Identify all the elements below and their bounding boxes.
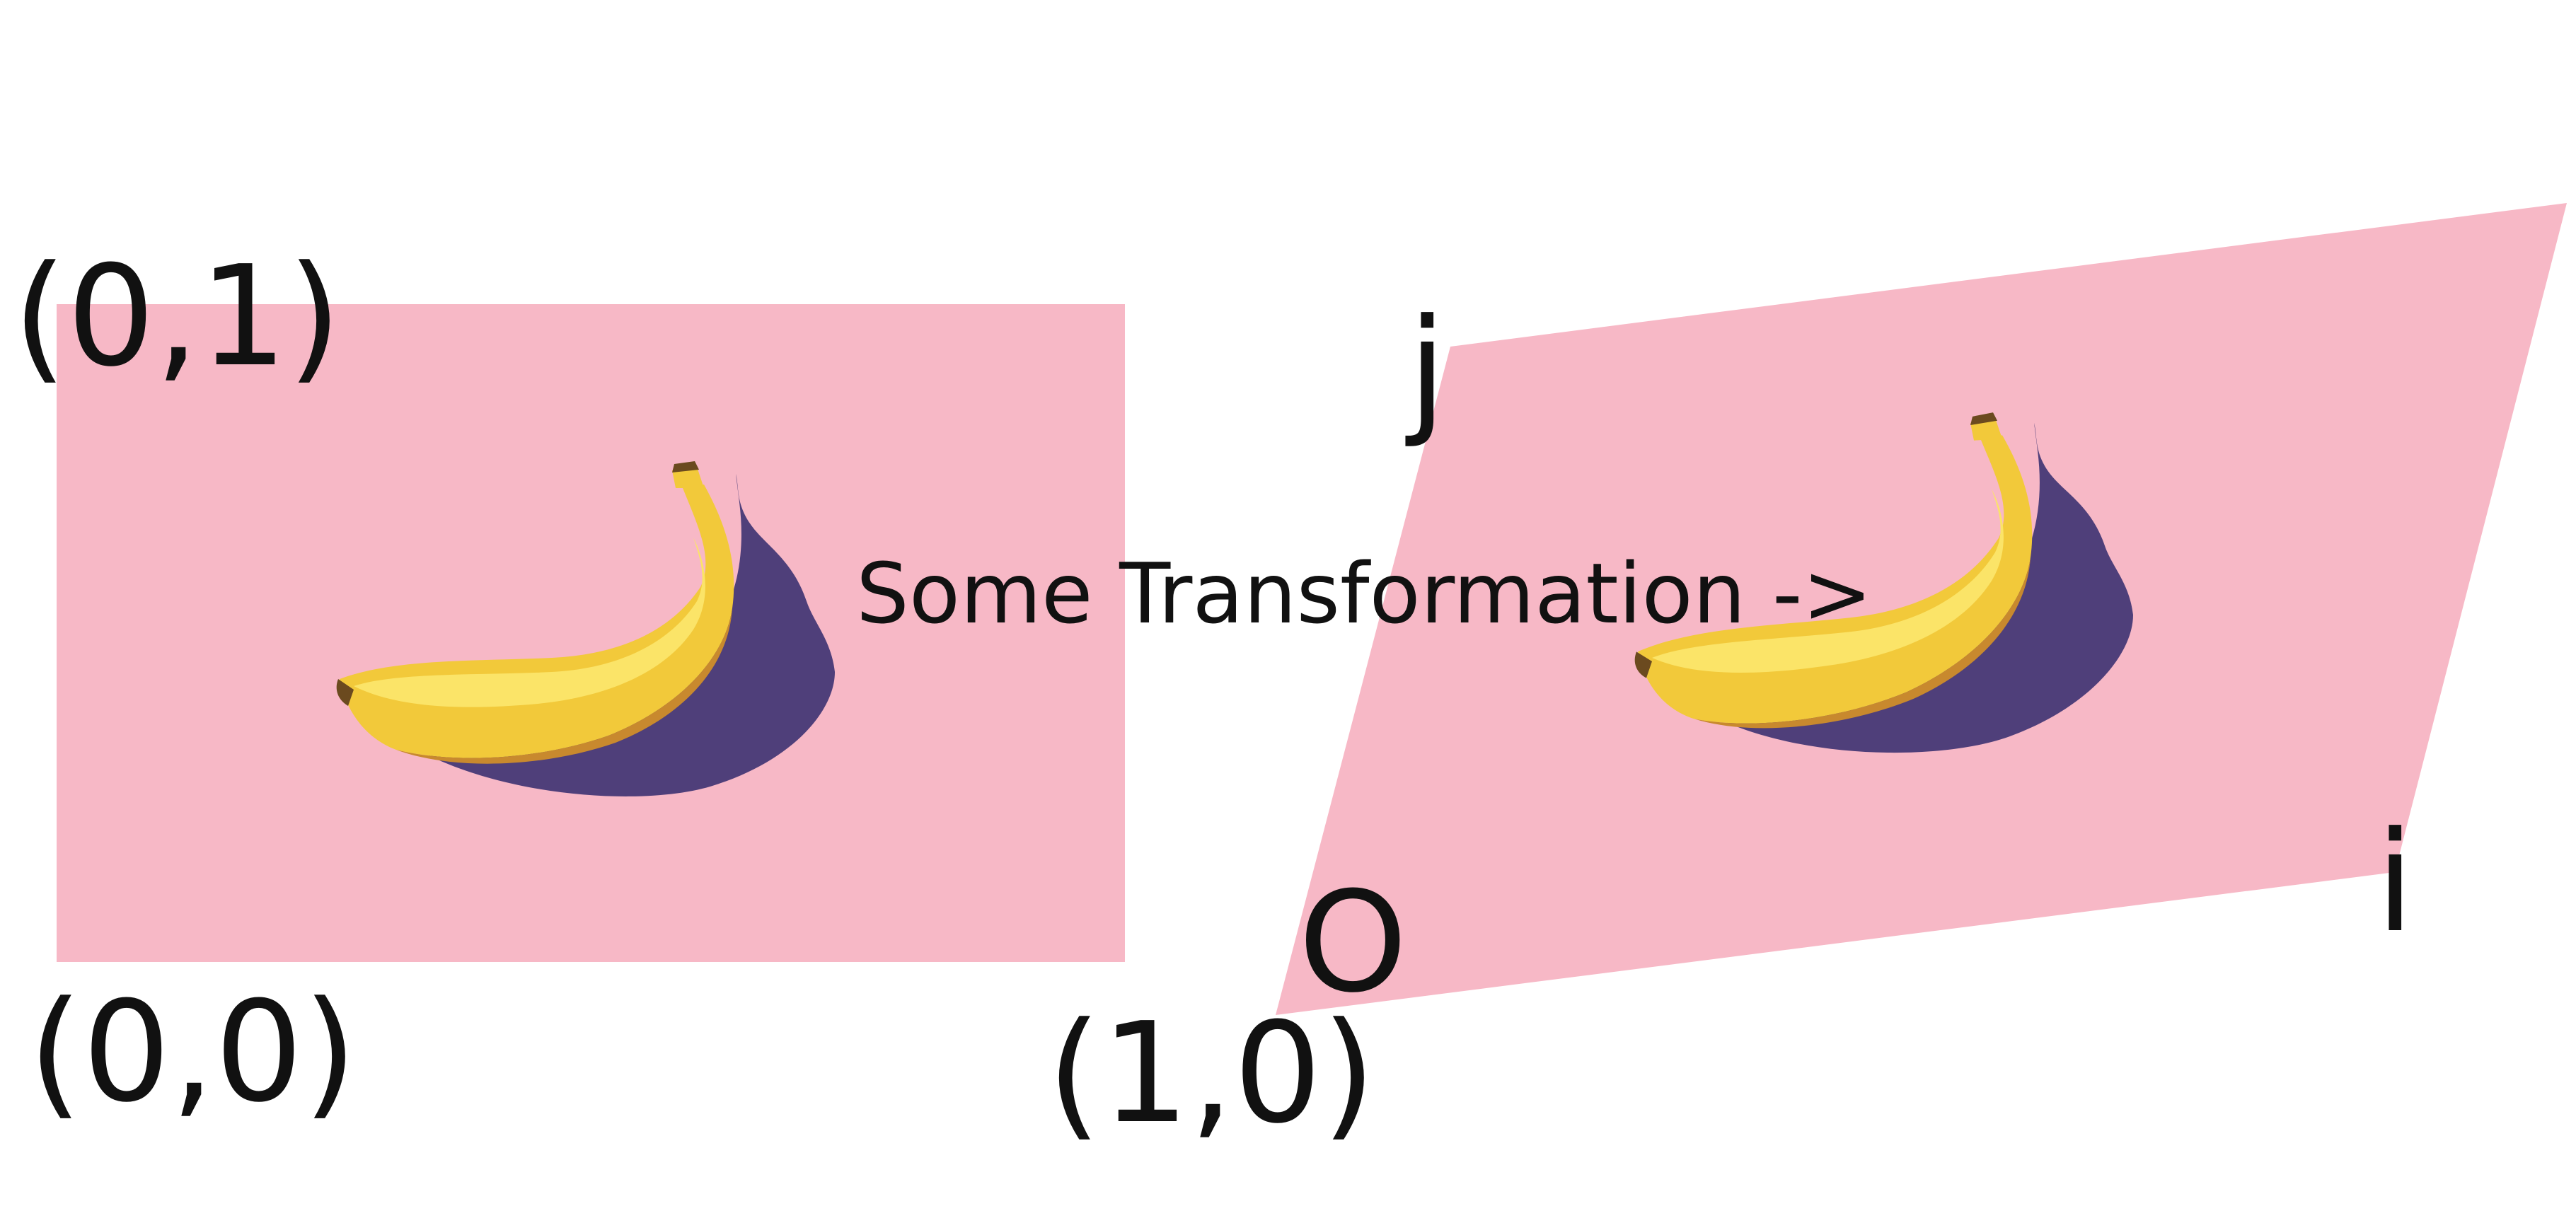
label-bottom-left: (0,0)	[28, 972, 357, 1133]
label-basis-i: i	[2376, 802, 2414, 963]
transformation-label: Some Transformation ->	[856, 545, 1872, 642]
label-bottom-right: (1,0)	[1047, 993, 1376, 1154]
label-top-left: (0,1)	[13, 236, 342, 398]
label-origin-o: O	[1298, 862, 1407, 1024]
label-basis-j: j	[1405, 289, 1446, 451]
original-plane	[57, 304, 1125, 962]
